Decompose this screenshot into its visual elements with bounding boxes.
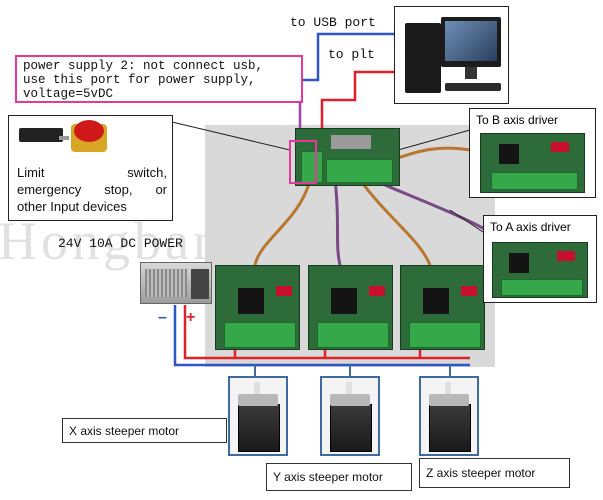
pc-tower: [405, 23, 441, 93]
power-supply-label: 24V 10A DC POWER: [58, 236, 183, 251]
motor-flange: [330, 394, 370, 406]
driver-terminal: [224, 322, 296, 348]
switch-word: switch,: [127, 165, 167, 180]
x-axis-motor: [228, 376, 288, 456]
negative-terminal-label: –: [158, 309, 167, 326]
other-input-devices: other Input devices: [17, 199, 127, 214]
monitor-stand: [465, 67, 477, 79]
z-axis-motor: [419, 376, 479, 456]
power-supply-terminals: [191, 269, 209, 299]
monitor: [441, 17, 501, 67]
computer-callout: [394, 6, 509, 104]
positive-terminal-label: +: [186, 309, 196, 326]
y-motor-label: Y axis steeper motor: [266, 463, 412, 491]
motor-body: [330, 404, 372, 452]
driver-terminal: [409, 322, 481, 348]
motor-shaft: [254, 382, 260, 394]
dip-switch: [276, 286, 292, 296]
a-driver-connector: [449, 209, 484, 233]
stop-word: stop,: [104, 182, 133, 197]
monitor-screen: [445, 21, 497, 61]
power-supply-note-line-3: voltage=5vDC: [23, 87, 114, 101]
b-axis-driver-callout: To B axis driver: [469, 108, 596, 198]
z-axis-driver: [400, 265, 485, 350]
b-axis-cable: [391, 146, 471, 162]
breakout-board: [295, 128, 400, 186]
limit-switch-text: Limit switch, emergency stop, or other I…: [17, 164, 167, 215]
b-axis-driver-label: To B axis driver: [476, 113, 559, 127]
dip-switch: [461, 286, 477, 296]
motor-flange: [429, 394, 469, 406]
or-word: or: [155, 182, 167, 197]
motor-body: [429, 404, 471, 452]
a-axis-cable: [384, 183, 491, 234]
limit-word: Limit: [17, 165, 45, 180]
driver-chip: [238, 288, 264, 314]
b-axis-driver-image: [480, 133, 585, 193]
motor-shaft: [346, 382, 352, 394]
dip-switch: [551, 142, 569, 152]
emergency-word: emergency: [17, 182, 82, 197]
db25-connector: [331, 135, 371, 149]
driver-chip: [423, 288, 449, 314]
power-supply-unit: [140, 262, 212, 304]
y-axis-motor: [320, 376, 380, 456]
limit-switch-image: [19, 128, 63, 142]
driver-terminal: [317, 322, 389, 348]
driver-terminal: [491, 172, 578, 190]
plt-wire: [320, 70, 400, 138]
a-axis-driver-callout: To A axis driver: [483, 215, 597, 303]
output-terminal: [326, 159, 393, 183]
dip-switch: [557, 251, 575, 261]
motor-shaft: [445, 382, 451, 394]
power-supply-note-line-1: power supply 2: not connect usb,: [23, 59, 264, 73]
x-axis-driver: [215, 265, 300, 350]
motor-body: [238, 404, 280, 452]
power-supply-vents: [145, 269, 187, 297]
z-motor-label: Z axis steeper motor: [419, 458, 570, 488]
to-usb-port-label: to USB port: [290, 15, 376, 30]
limit-switch-lever: [59, 136, 69, 140]
limit-switch-connector: [171, 121, 291, 151]
keyboard: [445, 83, 501, 91]
a-axis-driver-image: [492, 242, 588, 298]
limit-switch-callout: Limit switch, emergency stop, or other I…: [8, 115, 173, 221]
y-axis-cable: [333, 179, 342, 266]
power-negative-wire: [173, 305, 470, 367]
x-motor-label: X axis steeper motor: [62, 418, 227, 443]
motor-flange: [238, 394, 278, 406]
power-supply-note: power supply 2: not connect usb, use thi…: [15, 55, 303, 103]
z-axis-cable: [358, 179, 432, 266]
driver-chip: [509, 253, 529, 273]
a-axis-driver-label: To A axis driver: [490, 220, 571, 234]
input-port-highlight: [289, 140, 317, 184]
driver-terminal: [501, 279, 583, 296]
to-plt-label: to plt: [328, 47, 375, 62]
x-axis-cable: [253, 179, 312, 266]
emergency-stop-button: [74, 120, 104, 142]
driver-chip: [499, 144, 519, 164]
b-driver-connector: [397, 129, 471, 151]
y-axis-driver: [308, 265, 393, 350]
dip-switch: [369, 286, 385, 296]
power-supply-note-line-2: use this port for power supply,: [23, 73, 256, 87]
driver-chip: [331, 288, 357, 314]
power-positive-wire: [183, 305, 470, 360]
